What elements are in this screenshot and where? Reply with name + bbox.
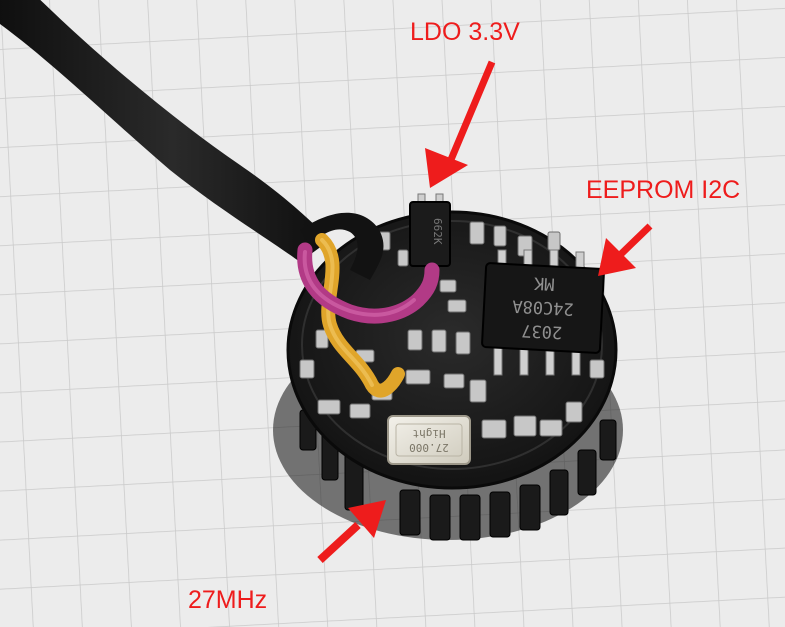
eeprom-chip: 2037 24C08A MK: [481, 249, 605, 376]
underside-components: [299, 409, 617, 541]
eeprom-marking-line2: 24C08A: [512, 295, 574, 318]
crystal-annotation: 27MHz: [188, 586, 268, 614]
eeprom-marking-line3: MK: [533, 272, 555, 293]
ldo-marking: 662K: [431, 218, 444, 245]
eeprom-marking-line1: 2037: [521, 320, 563, 342]
crystal-oscillator: 27.000 Hight: [387, 415, 471, 465]
eeprom-annotation: EEPROM I2C: [586, 176, 741, 204]
smd-components: [299, 221, 605, 439]
black-cable: [0, 0, 330, 262]
crystal-marking-line2: Hight: [412, 427, 445, 440]
ldo-chip: 662K: [409, 193, 451, 275]
crystal-arrow-icon: [317, 500, 386, 563]
eeprom-arrow-icon: [598, 223, 653, 276]
ldo-annotation: LDO 3.3V: [410, 18, 520, 46]
crystal-marking-line1: 27.000: [409, 441, 449, 454]
ldo-arrow-icon: [425, 60, 496, 188]
